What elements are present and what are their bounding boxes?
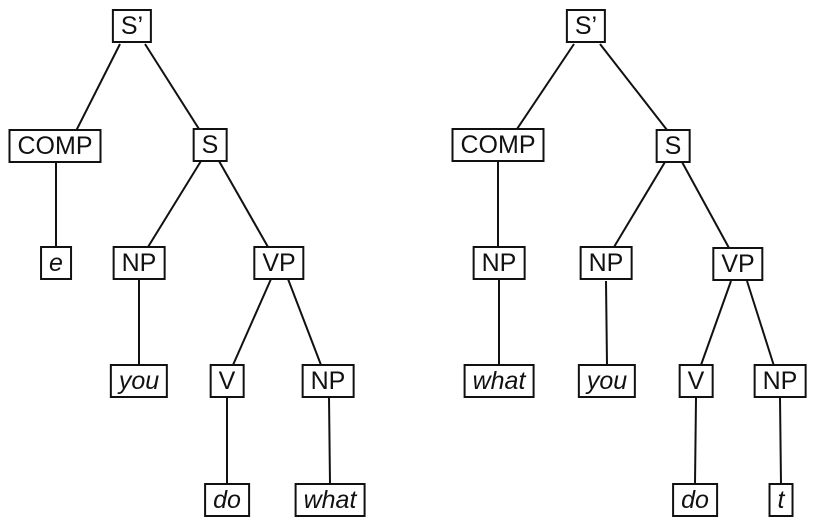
edge-right-v-do — [694, 397, 697, 485]
node-right-you: you — [577, 364, 637, 398]
node-left-v: V — [209, 364, 245, 398]
edge-left-np-what — [328, 396, 331, 485]
node-right-comp: COMP — [451, 128, 545, 162]
node-right-what: what — [463, 364, 535, 398]
node-right-np-comp: NP — [472, 246, 526, 280]
edge-left-vp-v — [232, 278, 272, 366]
node-right-t: t — [768, 483, 794, 517]
edge-left-s-vp — [218, 160, 269, 248]
node-left-np-subj: NP — [112, 246, 166, 280]
edge-right-sbar-comp — [516, 43, 575, 130]
edge-right-np-you — [605, 280, 608, 366]
node-right-do: do — [672, 483, 718, 517]
edge-left-vp-np — [287, 278, 322, 366]
node-right-v: V — [678, 364, 714, 398]
node-left-you: you — [109, 364, 169, 398]
edge-left-sbar-comp — [75, 43, 121, 132]
edge-left-s-np — [147, 160, 202, 248]
node-right-s-bar: S’ — [565, 9, 607, 43]
node-right-vp: VP — [712, 247, 764, 281]
node-left-do: do — [204, 483, 250, 517]
node-right-np-subj: NP — [579, 246, 633, 280]
node-left-comp: COMP — [8, 129, 102, 163]
node-left-vp: VP — [253, 246, 305, 280]
node-right-s: S — [655, 129, 691, 163]
node-left-what: what — [294, 483, 366, 517]
edge-right-np-t — [779, 397, 782, 485]
node-right-np-obj: NP — [753, 364, 807, 398]
edge-left-sbar-s — [144, 43, 200, 130]
node-left-s: S — [192, 128, 228, 162]
edge-right-vp-np — [746, 280, 775, 367]
edge-right-sbar-s — [599, 43, 668, 131]
node-left-s-bar: S’ — [111, 9, 153, 43]
edge-right-s-vp — [681, 161, 730, 249]
node-left-e: e — [40, 246, 72, 280]
edge-right-vp-v — [700, 280, 732, 366]
node-left-np-obj: NP — [301, 364, 355, 398]
edge-right-s-np — [613, 161, 666, 248]
